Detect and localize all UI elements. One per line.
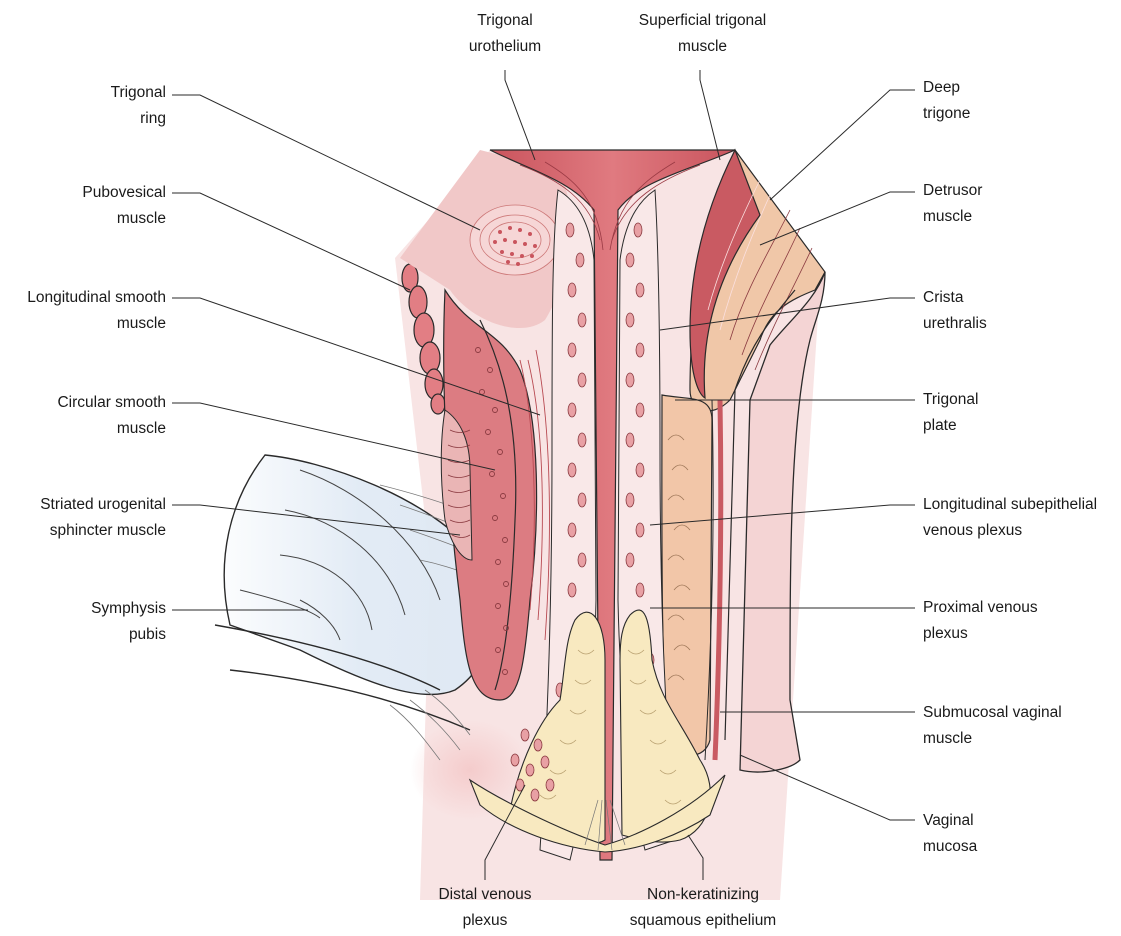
label-line: Trigonal bbox=[0, 80, 166, 106]
label-detrusor-muscle: Detrusor muscle bbox=[923, 178, 1118, 230]
label-submucosal-vaginal-muscle: Submucosal vaginal muscle bbox=[923, 700, 1118, 752]
label-crista-urethralis: Crista urethralis bbox=[923, 285, 1118, 337]
leader-pubovesical-muscle bbox=[172, 193, 410, 290]
label-non-keratinizing-epithelium: Non-keratinizing squamous epithelium bbox=[613, 882, 793, 934]
label-line: squamous epithelium bbox=[613, 908, 793, 934]
label-superficial-trigonal-muscle: Superficial trigonal muscle bbox=[620, 8, 785, 60]
label-line: muscle bbox=[0, 416, 166, 442]
leader-trigonal-ring bbox=[172, 95, 480, 230]
label-line: Vaginal bbox=[923, 808, 1118, 834]
label-line: plexus bbox=[415, 908, 555, 934]
label-line: urethralis bbox=[923, 311, 1118, 337]
label-line: Deep bbox=[923, 75, 1118, 101]
label-trigonal-ring: Trigonal ring bbox=[0, 80, 166, 132]
label-trigonal-urothelium: Trigonal urothelium bbox=[445, 8, 565, 60]
label-symphysis-pubis: Symphysis pubis bbox=[0, 596, 166, 648]
label-longitudinal-subepithelial-plexus: Longitudinal subepithelial venous plexus bbox=[923, 492, 1118, 544]
label-line: Longitudinal smooth bbox=[0, 285, 166, 311]
label-line: Crista bbox=[923, 285, 1118, 311]
label-line: Trigonal bbox=[445, 8, 565, 34]
label-line: sphincter muscle bbox=[0, 518, 166, 544]
label-trigonal-plate: Trigonal plate bbox=[923, 387, 1118, 439]
label-striated-urogenital-sphincter: Striated urogenital sphincter muscle bbox=[0, 492, 166, 544]
label-line: ring bbox=[0, 106, 166, 132]
label-line: Proximal venous bbox=[923, 595, 1118, 621]
label-line: pubis bbox=[0, 622, 166, 648]
label-line: muscle bbox=[923, 726, 1118, 752]
label-line: Detrusor bbox=[923, 178, 1118, 204]
label-line: muscle bbox=[0, 311, 166, 337]
label-line: trigone bbox=[923, 101, 1118, 127]
label-line: plate bbox=[923, 413, 1118, 439]
label-vaginal-mucosa: Vaginal mucosa bbox=[923, 808, 1118, 860]
label-line: muscle bbox=[923, 204, 1118, 230]
label-line: Pubovesical bbox=[0, 180, 166, 206]
label-line: Superficial trigonal bbox=[620, 8, 785, 34]
label-line: Circular smooth bbox=[0, 390, 166, 416]
label-longitudinal-smooth-muscle: Longitudinal smooth muscle bbox=[0, 285, 166, 337]
trigonal-plate-shape bbox=[662, 395, 712, 755]
label-line: Trigonal bbox=[923, 387, 1118, 413]
label-line: urothelium bbox=[445, 34, 565, 60]
label-line: Striated urogenital bbox=[0, 492, 166, 518]
label-line: muscle bbox=[0, 206, 166, 232]
label-line: Submucosal vaginal bbox=[923, 700, 1118, 726]
label-line: Symphysis bbox=[0, 596, 166, 622]
label-line: venous plexus bbox=[923, 518, 1118, 544]
label-line: muscle bbox=[620, 34, 785, 60]
label-line: Longitudinal subepithelial bbox=[923, 492, 1118, 518]
label-line: Non-keratinizing bbox=[613, 882, 793, 908]
label-line: mucosa bbox=[923, 834, 1118, 860]
label-pubovesical-muscle: Pubovesical muscle bbox=[0, 180, 166, 232]
label-line: Distal venous bbox=[415, 882, 555, 908]
label-line: plexus bbox=[923, 621, 1118, 647]
leader-deep-trigone bbox=[770, 90, 915, 200]
leader-superficial-trigonal-muscle bbox=[700, 70, 720, 160]
leader-trigonal-urothelium bbox=[505, 70, 535, 160]
label-deep-trigone: Deep trigone bbox=[923, 75, 1118, 127]
label-proximal-venous-plexus: Proximal venous plexus bbox=[923, 595, 1118, 647]
label-distal-venous-plexus: Distal venous plexus bbox=[415, 882, 555, 934]
label-circular-smooth-muscle: Circular smooth muscle bbox=[0, 390, 166, 442]
